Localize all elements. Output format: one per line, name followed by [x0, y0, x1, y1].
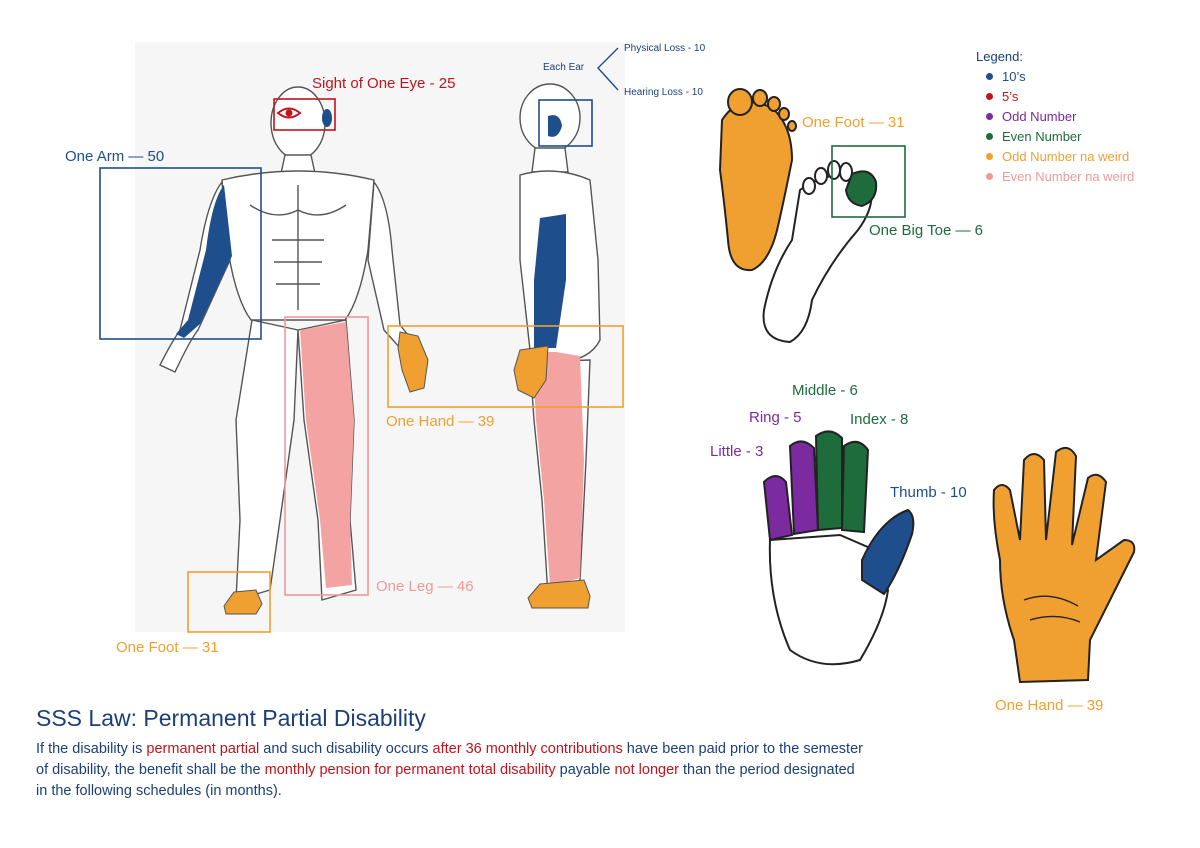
little-finger-label: Little - 3: [710, 443, 764, 460]
legend-item: 5’s: [976, 86, 1134, 106]
one-leg-label: One Leg — 46: [376, 578, 474, 595]
one-arm-label: One Arm — 50: [65, 148, 165, 165]
front-arm-blue: [176, 185, 232, 338]
sight-eye-label: Sight of One Eye - 25: [312, 75, 456, 92]
middle-finger-label: Middle - 6: [792, 382, 858, 399]
legend-dot-icon: [986, 72, 993, 80]
legend-dot-icon: [986, 112, 993, 120]
legend-dot-icon: [986, 92, 993, 100]
footer-highlight: permanent partial: [146, 741, 260, 757]
legend-item: Even Number na weird: [976, 166, 1134, 186]
legend-dot-icon: [986, 152, 993, 160]
ring-finger-purple: [788, 440, 820, 536]
footer-body: If the disability is permanent partial a…: [36, 739, 866, 802]
footer-highlight: after 36 monthly contributions: [432, 741, 623, 757]
side-hand-orange: [513, 345, 549, 399]
legend-dot-icon: [986, 172, 993, 180]
one-hand-right-label: One Hand — 39: [995, 697, 1104, 714]
big-toe-green: [844, 170, 878, 208]
side-leg-pink: [532, 352, 584, 586]
orange-foot-sole: [718, 88, 797, 272]
legend-item: Even Number: [976, 126, 1134, 146]
footer-text: If the disability is: [36, 741, 147, 757]
index-finger-label: Index - 8: [850, 411, 909, 428]
hearing-loss-label: Hearing Loss - 10: [624, 87, 703, 98]
ear-bracket: [597, 47, 619, 91]
each-ear-label: Each Ear: [543, 62, 585, 73]
one-foot-top-label: One Foot — 31: [802, 114, 905, 131]
thumb-label: Thumb - 10: [890, 484, 967, 501]
legend-item-label: Odd Number: [1002, 108, 1077, 124]
footer-text: payable: [555, 762, 615, 778]
orange-hand: [992, 446, 1136, 684]
footer-text: have been paid prior to the semester of …: [36, 741, 863, 778]
ear-box: [538, 99, 593, 147]
legend-item-label: Even Number: [1002, 128, 1082, 144]
big-toe-box: [831, 145, 906, 218]
legend-item-label: Even Number na weird: [1002, 168, 1135, 184]
legend-item: 10’s: [976, 66, 1134, 86]
footer-text: and such disability occurs: [259, 741, 433, 757]
physical-loss-label: Physical Loss - 10: [624, 43, 706, 54]
hand-box: [387, 325, 624, 408]
front-hand-orange: [397, 331, 429, 393]
footer-highlight: monthly pension for permanent total disa…: [264, 762, 556, 778]
eye-icon: [276, 107, 302, 119]
side-foot-orange: [527, 579, 591, 609]
legend-item-label: Odd Number na weird: [1002, 148, 1130, 164]
legend-dot-icon: [986, 132, 993, 140]
ring-finger-label: Ring - 5: [749, 409, 802, 426]
index-finger-green: [840, 440, 870, 534]
legend-title: Legend:: [976, 49, 1023, 64]
footer-highlight: not longer: [614, 762, 679, 778]
leg-box: [284, 316, 369, 596]
side-ear-blue: [548, 115, 562, 137]
legend: Legend: 10’s 5’s Odd Number Even Number …: [976, 49, 1134, 186]
one-big-toe-label: One Big Toe — 6: [869, 222, 983, 239]
little-finger-purple: [762, 475, 794, 542]
front-ear-blue: [322, 109, 332, 127]
eye-box: [273, 98, 336, 131]
legend-item: Odd Number na weird: [976, 146, 1134, 166]
footer-text: than the period designated in the follow…: [36, 762, 855, 799]
thumb-blue: [861, 508, 915, 596]
legend-item-label: 5’s: [1002, 88, 1019, 104]
finger-hand: [762, 430, 915, 666]
front-leg-pink: [300, 322, 354, 588]
one-foot-body-label: One Foot — 31: [116, 639, 219, 656]
footer-title: SSS Law: Permanent Partial Disability: [36, 705, 426, 731]
side-arm-blue: [534, 214, 566, 348]
middle-finger-green: [814, 430, 843, 532]
front-foot-orange: [223, 589, 263, 615]
legend-item-label: 10’s: [1002, 68, 1026, 84]
legend-item: Odd Number: [976, 106, 1134, 126]
foot-box: [187, 571, 271, 633]
one-hand-body-label: One Hand — 39: [386, 413, 495, 430]
arm-box: [99, 167, 262, 340]
